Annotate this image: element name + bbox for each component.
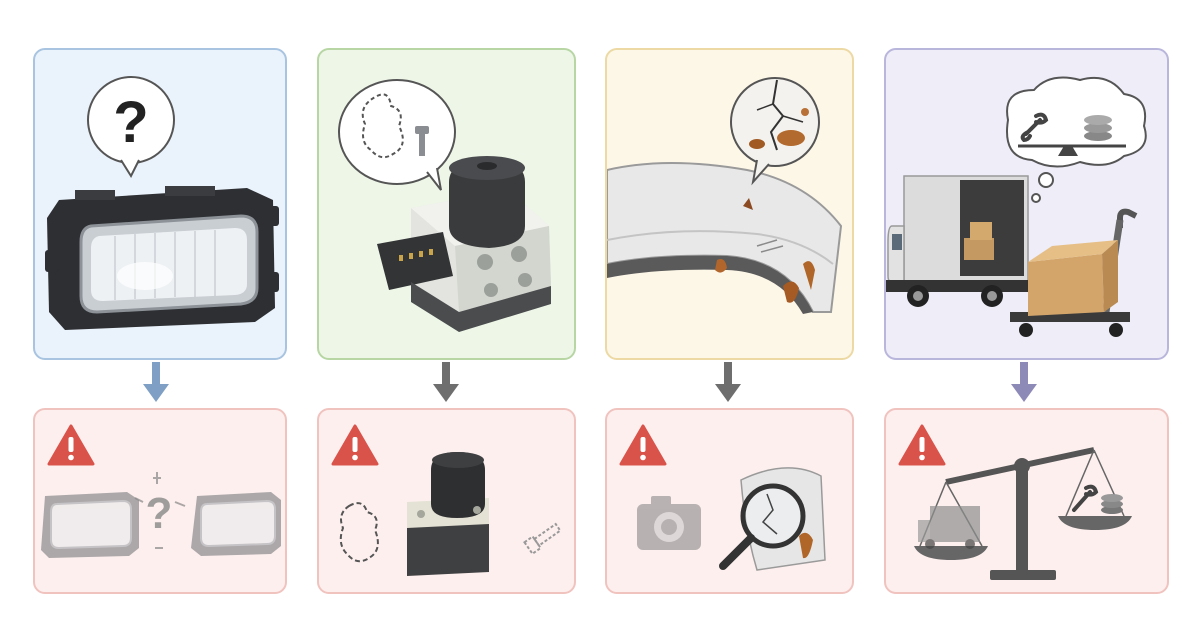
camera-magnifier-damage-icon <box>637 467 826 571</box>
abs-module-icon <box>377 156 551 332</box>
missing-bracket-and-bolt-icon <box>339 452 562 576</box>
wrench-coins-on-scale-icon <box>1072 484 1123 514</box>
mismatched-headlights-icon: ? <box>41 472 281 558</box>
warning-triangle-icon <box>619 424 667 466</box>
cost-balance-thought-icon <box>1006 76 1147 203</box>
hand-truck-icon <box>1010 208 1138 337</box>
svg-text:?: ? <box>146 489 173 538</box>
abs-module-panel <box>317 48 576 360</box>
fender-warning-panel <box>605 408 854 594</box>
flow-arrow-1 <box>141 362 171 404</box>
warning-triangle-icon <box>331 424 379 466</box>
damage-zoom-bubble-icon <box>730 77 820 186</box>
warning-triangle-icon <box>47 424 95 466</box>
balance-scale-icon <box>914 447 1132 580</box>
shipping-cost-scale-icon <box>914 447 1132 580</box>
fender-panel <box>605 48 854 360</box>
headlight-warning-panel: ? <box>33 408 287 594</box>
shipping-warning-panel <box>884 408 1169 594</box>
magnifier-icon <box>719 483 806 570</box>
svg-text:?: ? <box>113 90 148 155</box>
flow-arrow-4 <box>1009 362 1039 404</box>
question-bubble-icon: ? <box>87 76 175 179</box>
headlight-panel: ? <box>33 48 287 360</box>
flow-arrow-2 <box>431 362 461 404</box>
fender-icon <box>607 162 843 314</box>
abs-module-warning-panel <box>317 408 576 594</box>
headlight-icon <box>45 186 279 330</box>
missing-parts-bubble-icon <box>338 79 456 191</box>
truck-on-scale-icon <box>918 506 980 549</box>
flow-arrow-3 <box>713 362 743 404</box>
delivery-truck-icon <box>886 175 1030 307</box>
warning-triangle-icon <box>898 424 946 466</box>
camera-icon <box>637 496 701 550</box>
shipping-panel <box>884 48 1169 360</box>
